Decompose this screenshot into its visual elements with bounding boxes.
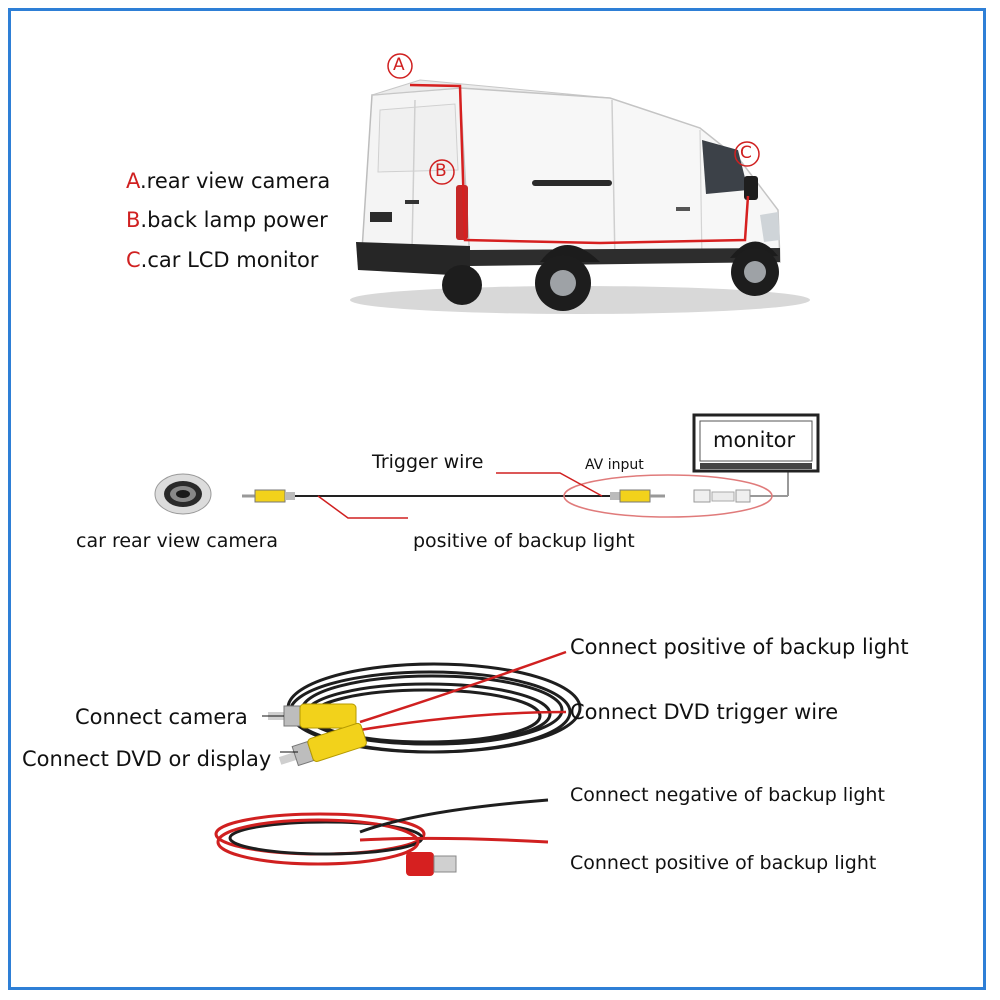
monitor-icon xyxy=(692,413,820,473)
connect-dvd-trigger-label: Connect DVD trigger wire xyxy=(570,700,839,724)
legend-item-b: B.back lamp power xyxy=(126,208,328,232)
image-frame xyxy=(8,8,986,990)
camera-label: car rear view camera xyxy=(76,530,279,552)
connect-display-label: Connect DVD or display xyxy=(22,747,272,771)
connect-negative-label: Connect negative of backup light xyxy=(570,784,885,806)
trigger-wire-label: Trigger wire xyxy=(372,451,484,473)
legend-letter-c: C xyxy=(126,248,141,272)
positive-backup-label: positive of backup light xyxy=(413,530,635,552)
marker-c-circle xyxy=(734,141,760,167)
monitor-label: monitor xyxy=(713,428,796,452)
marker-a-circle xyxy=(387,53,413,79)
legend-text-b: .back lamp power xyxy=(140,208,328,232)
legend-text-c: .car LCD monitor xyxy=(140,248,319,272)
marker-c: C xyxy=(740,143,752,163)
legend-text-a: .rear view camera xyxy=(140,169,331,193)
marker-b: B xyxy=(435,161,447,181)
connect-camera-label: Connect camera xyxy=(75,705,248,729)
av-input-label: AV input xyxy=(585,457,644,473)
legend-letter-a: A xyxy=(126,169,140,193)
camera-icon xyxy=(154,473,212,515)
legend-item-c: C.car LCD monitor xyxy=(126,248,318,272)
connect-positive-top-label: Connect positive of backup light xyxy=(570,635,909,659)
legend-item-a: A.rear view camera xyxy=(126,169,330,193)
marker-a: A xyxy=(393,55,405,75)
marker-b-circle xyxy=(429,159,455,185)
connect-positive-bottom-label: Connect positive of backup light xyxy=(570,852,877,874)
legend-letter-b: B xyxy=(126,208,141,232)
